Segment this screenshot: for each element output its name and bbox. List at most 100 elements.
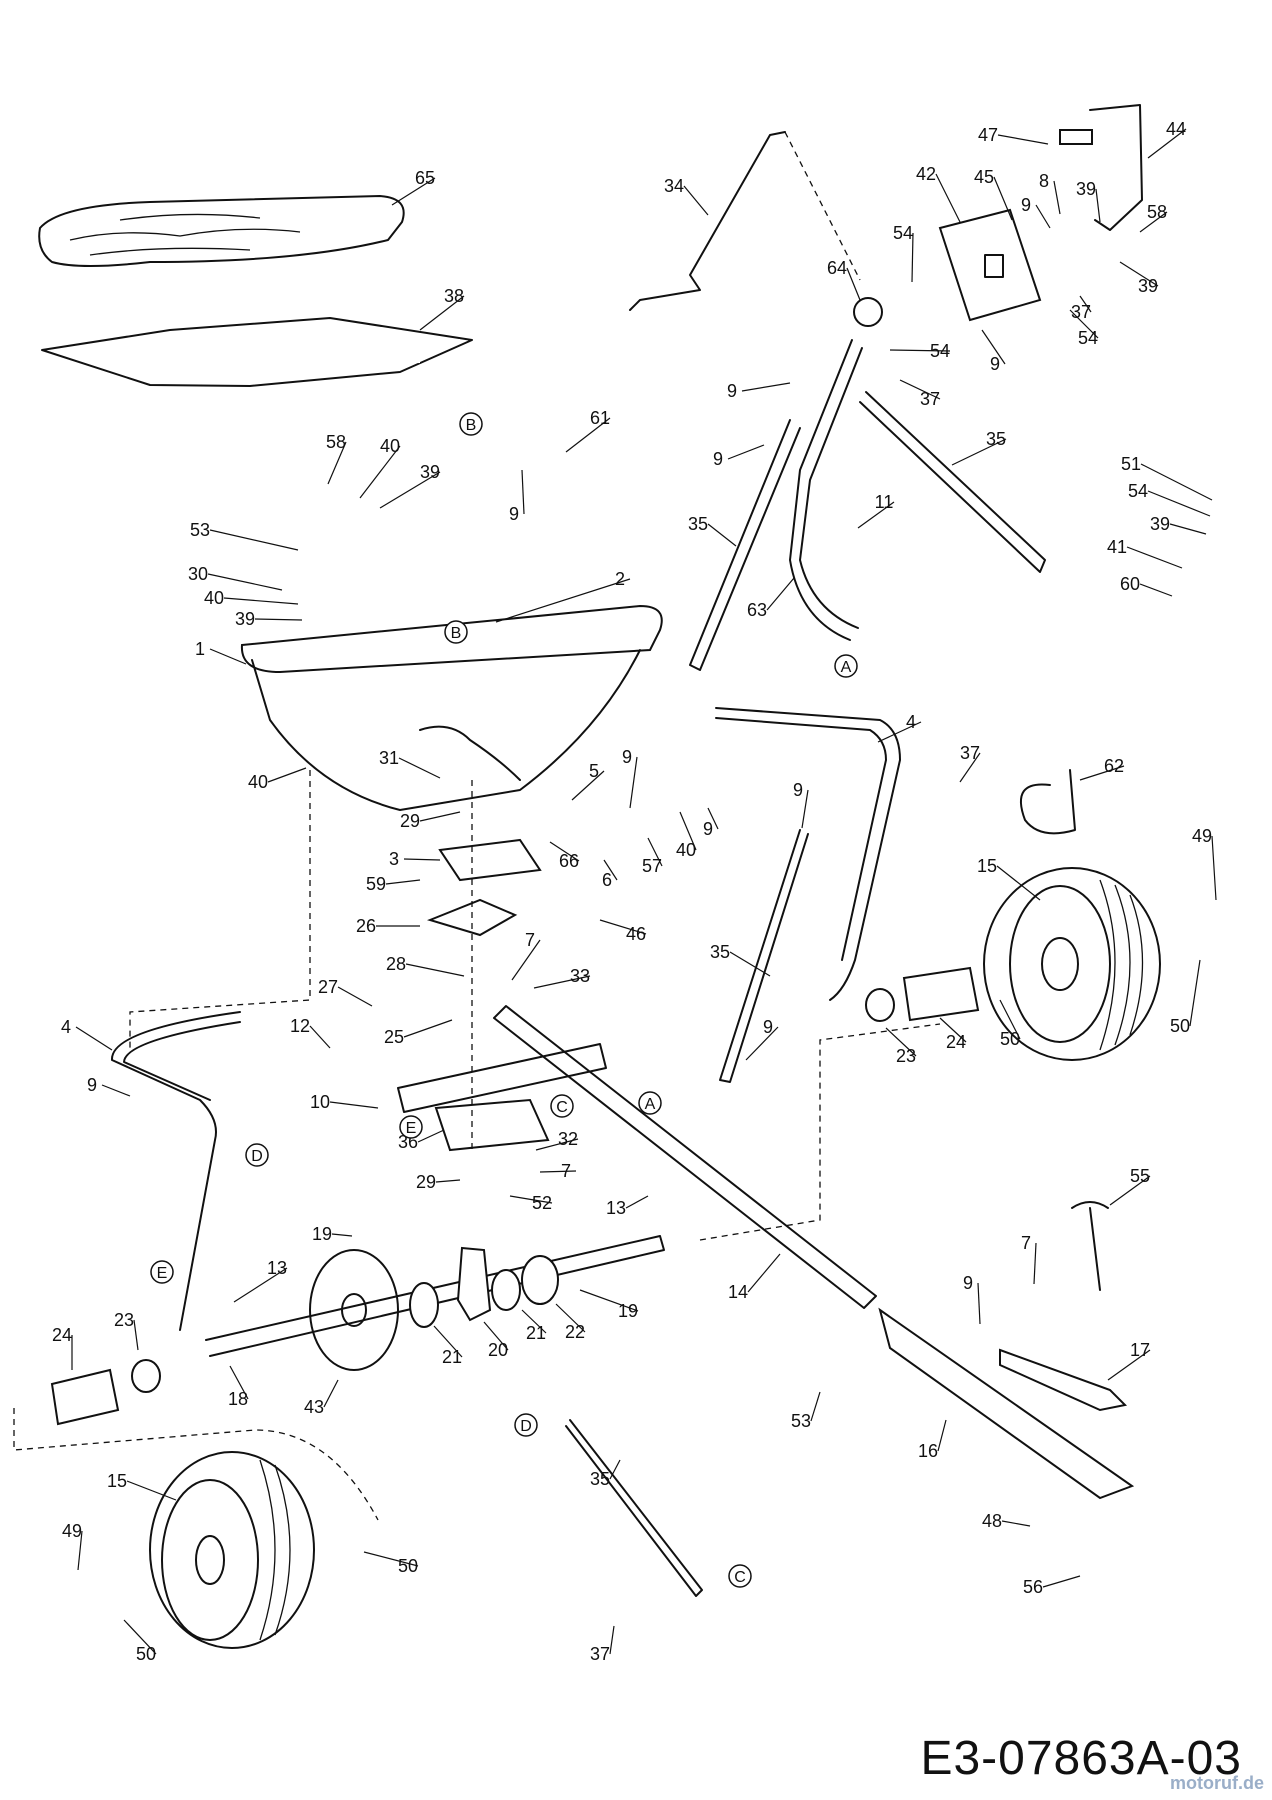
callout-30: 30 [188,564,283,591]
callout-number: 63 [747,600,767,620]
leader-line [1139,583,1173,597]
strut-right [719,829,809,1083]
callout-number: 7 [561,1161,571,1181]
leader-line [1126,546,1183,569]
callout-number: 15 [107,1471,127,1491]
callout-number: 9 [963,1273,973,1293]
callout-54: 54 [889,341,950,361]
callout-38: 38 [419,286,465,331]
callout-number: 9 [713,449,723,469]
marker-circle [834,654,858,678]
callout-number: 35 [590,1469,610,1489]
callout-number: 18 [228,1389,248,1409]
callout-number: 34 [664,176,684,196]
callout-25: 25 [384,1019,453,1047]
leader-line [727,444,765,460]
callout-number: 30 [188,564,208,584]
leader-line [959,752,981,783]
callout-58: 58 [1139,202,1168,233]
leader-line [647,837,663,867]
callout-number: 2 [615,569,625,589]
callout-number: 59 [366,874,386,894]
callout-number: 39 [420,462,440,482]
hopper-screen [41,317,473,387]
leader-line [379,471,441,509]
reference-marker-a: A [638,1091,662,1115]
leader-line [323,1379,339,1408]
callout-number: 11 [875,492,894,512]
callout-number: 65 [415,168,435,188]
callout-7: 7 [511,930,541,981]
callout-number: 46 [626,924,646,944]
marker-letter: C [734,1569,746,1586]
callout-number: 29 [416,1172,436,1192]
callout-number: 1 [195,639,205,659]
leader-line [133,1319,139,1351]
marker-letter: A [645,1096,656,1113]
callout-39: 39 [235,609,303,629]
callout-35: 35 [951,429,1007,466]
callout-number: 9 [793,780,803,800]
callout-number: 53 [190,520,210,540]
leader-line [511,939,541,981]
callout-number: 7 [525,930,535,950]
callout-number: 64 [827,258,847,278]
callout-50: 50 [999,999,1021,1049]
leader-line [846,267,861,301]
callout-number: 24 [52,1325,72,1345]
callout-number: 3 [389,849,399,869]
callout-number: 23 [896,1046,916,1066]
callout-number: 43 [304,1397,324,1417]
leader-line [398,757,441,779]
marker-circle [245,1143,269,1167]
callout-number: 37 [590,1644,610,1664]
callout-number: 37 [960,743,980,763]
callout-9: 9 [703,807,719,839]
mounting-plate [434,1098,550,1152]
callout-37: 37 [959,743,981,783]
leader-line [539,1170,577,1173]
callout-49: 49 [62,1521,83,1571]
leader-line [937,1419,947,1452]
callout-41: 41 [1107,537,1183,569]
callout-44: 44 [1147,119,1187,159]
callout-9: 9 [622,747,638,809]
marker-circle [638,1091,662,1115]
lever-grip [1059,129,1093,145]
leader-line [419,811,461,822]
callout-number: 27 [318,977,338,997]
callout-number: 50 [1000,1029,1020,1049]
leader-line [309,1025,331,1049]
callout-45: 45 [974,167,1013,221]
leader-line [1001,1520,1031,1527]
callout-19: 19 [579,1289,639,1321]
callout-54: 54 [1069,309,1099,348]
callout-5: 5 [571,761,605,801]
callout-7: 7 [539,1161,577,1181]
leader-line [1109,1175,1151,1206]
leader-line [801,789,809,829]
callout-10: 10 [310,1092,379,1112]
marker-circle [550,1094,574,1118]
leader-line [123,1619,157,1655]
callout-number: 54 [1128,481,1148,501]
callout-53: 53 [190,520,299,551]
marker-letter: D [520,1418,532,1435]
callout-13: 13 [233,1258,288,1303]
callout-52: 52 [509,1193,553,1213]
callout-13: 13 [606,1195,649,1218]
callout-40: 40 [248,767,307,792]
callout-number: 50 [398,1556,418,1576]
marker-letter: D [251,1148,263,1165]
handle-wire [629,131,786,311]
marker-letter: C [556,1099,568,1116]
callout-number: 32 [558,1129,578,1149]
callout-number: 55 [1130,1166,1150,1186]
leader-line [433,1325,463,1358]
leader-line [435,1179,461,1183]
leader-line [233,1267,288,1303]
callout-56: 56 [1023,1575,1081,1597]
leader-line [331,1233,353,1237]
marker-circle [150,1260,174,1284]
